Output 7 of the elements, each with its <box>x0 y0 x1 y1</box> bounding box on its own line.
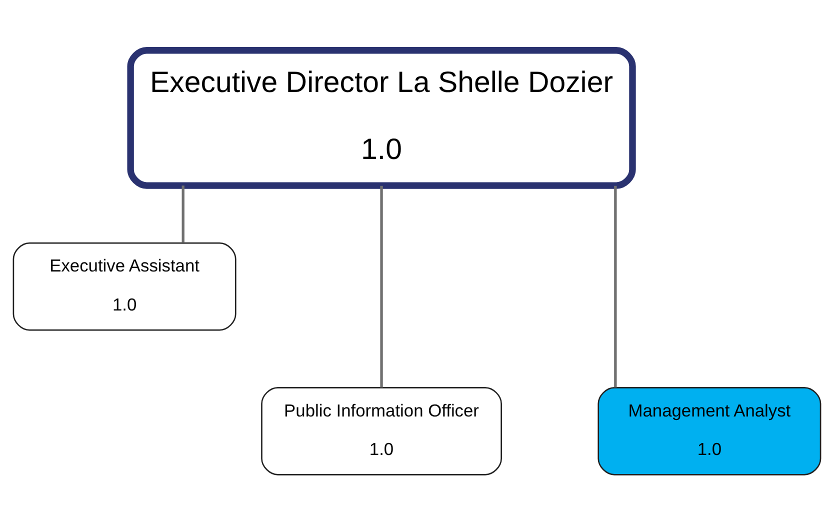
connector <box>380 185 383 387</box>
node-box: Management Analyst 1.0 <box>598 386 822 475</box>
node-box: Executive Assistant 1.0 <box>12 242 236 330</box>
node-box: Executive Director La Shelle Dozier 1.0 <box>127 46 636 188</box>
connector <box>614 185 617 387</box>
node-box: Public Information Officer 1.0 <box>261 386 502 475</box>
connector <box>182 185 184 242</box>
